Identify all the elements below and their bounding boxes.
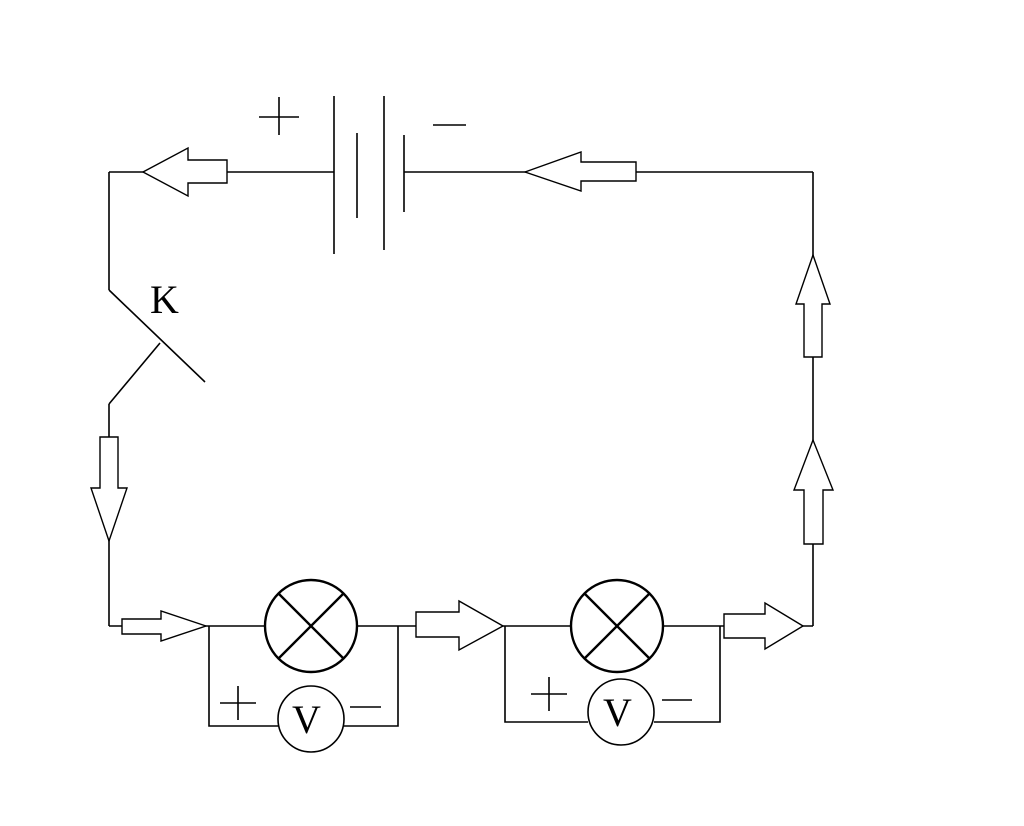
lamp-2-cross-b (583, 592, 651, 660)
voltmeter-1: V (208, 626, 399, 753)
lamp-1 (263, 578, 359, 674)
voltmeter-1-lead-right (343, 626, 399, 727)
voltmeter-2: V (504, 626, 721, 746)
lamp-1-cross-b (277, 592, 345, 660)
voltmeter-2-plus-sign (531, 677, 567, 711)
battery (259, 96, 466, 254)
arrow-right-lower-icon (792, 438, 835, 545)
switch: K (108, 277, 206, 405)
switch-contact (108, 289, 206, 383)
lamp-2 (569, 578, 665, 674)
voltmeter-1-plus-sign (220, 686, 256, 720)
wires (108, 171, 814, 627)
battery-plus-sign (259, 97, 299, 135)
voltmeter-2-label: V (603, 690, 632, 735)
voltmeter-1-lead-left (208, 626, 278, 727)
arrow-bottom-left-icon (121, 610, 209, 642)
voltmeter-2-circle (587, 678, 655, 746)
arrow-left-down-icon (90, 436, 128, 544)
switch-label: K (150, 277, 179, 322)
lamp-1-circle (263, 578, 359, 674)
voltmeter-1-label: V (292, 697, 321, 742)
arrow-right-upper-icon (795, 252, 831, 358)
voltmeter-2-lead-left (504, 626, 588, 723)
arrow-bottom-middle-icon (415, 599, 505, 652)
voltmeter-2-lead-right (654, 626, 721, 723)
arrow-top-left-icon (141, 146, 228, 198)
arrow-bottom-right-icon (723, 601, 805, 651)
voltmeter-1-circle (277, 685, 345, 753)
arrow-top-right-icon (522, 151, 637, 192)
lamp-2-circle (569, 578, 665, 674)
switch-lever (108, 342, 161, 405)
current-arrows (90, 146, 835, 652)
